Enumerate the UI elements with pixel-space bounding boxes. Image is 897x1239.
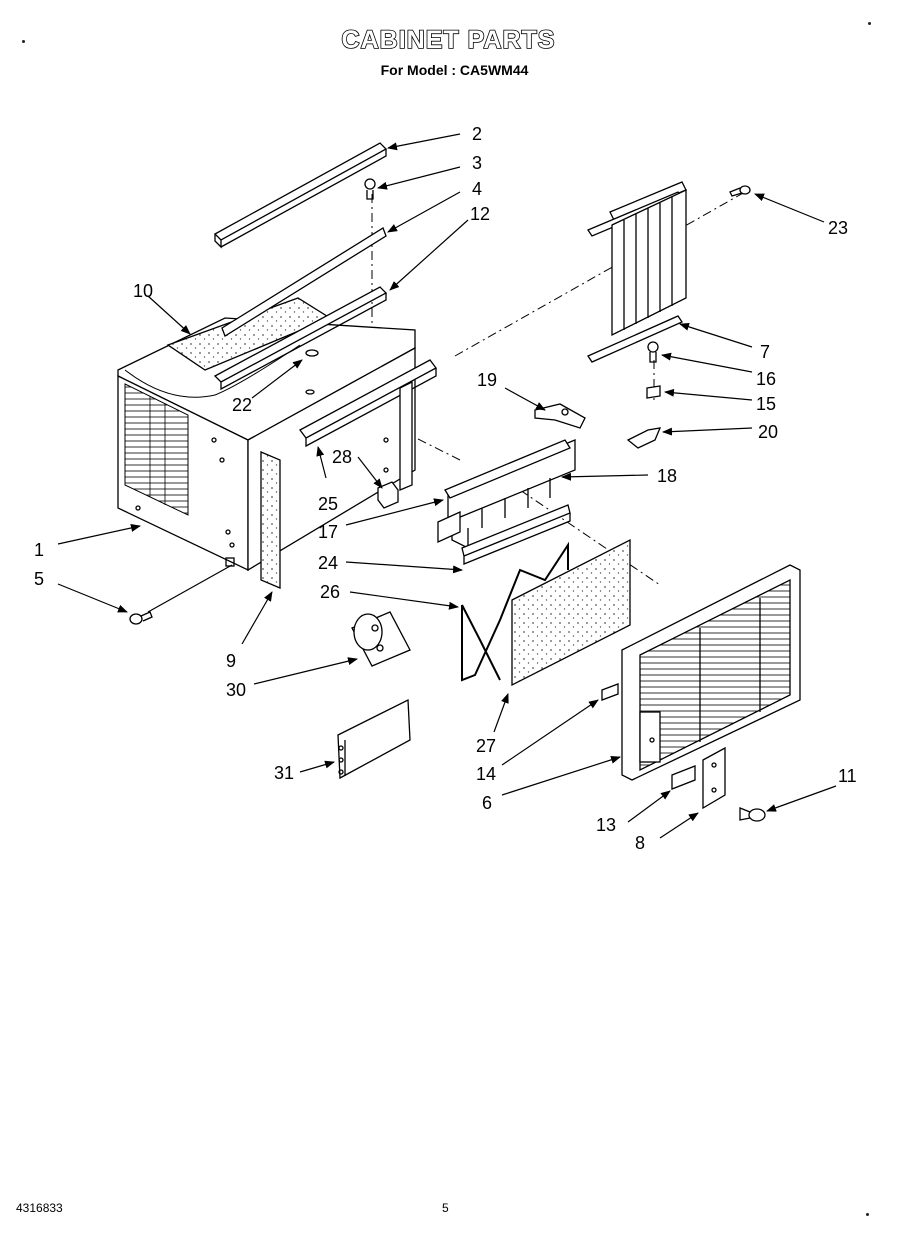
callout-24: 24 [318,553,338,573]
corner-mark-top-left [22,40,25,43]
callout-1: 1 [34,540,44,560]
part-7-side-panel [587,181,687,363]
callout-20: 20 [758,422,778,442]
callout-11: 11 [838,766,857,786]
callout-23: 23 [828,218,848,238]
callout-18: 18 [657,466,677,486]
callout-30: 30 [226,680,246,700]
callout-8: 8 [635,833,645,853]
callout-13: 13 [596,815,616,835]
callout-25: 25 [318,494,338,514]
leader-lines [57,133,837,839]
callout-9: 9 [226,651,236,671]
part-28-clip [377,481,399,509]
part-22-grommet [305,349,319,395]
document-number: 4316833 [16,1201,63,1215]
callout-31: 31 [274,763,294,783]
callout-6: 6 [482,793,492,813]
part-4-strip [221,227,387,337]
part-9-side-strip [260,451,281,589]
part-17-rail [444,439,571,499]
callout-labels: 2 3 4 12 10 22 23 7 16 15 20 19 18 28 25… [34,124,857,853]
part-26-wire-frame [461,541,569,682]
callout-15: 15 [756,394,776,414]
part-27-filter [511,538,631,687]
page-number: 5 [442,1201,449,1215]
part-30-capacitor-bracket [351,611,411,667]
part-6-front-grille [621,564,801,781]
callout-19: 19 [477,370,497,390]
part-12-rail [213,286,388,391]
callout-2: 2 [472,124,482,144]
callout-17: 17 [318,522,338,542]
corner-mark-bottom-right [866,1213,869,1216]
callout-14: 14 [476,764,496,784]
part-2-top-rail [213,142,388,249]
part-23-screw [729,185,751,197]
part-11-screw [739,807,766,822]
callout-5: 5 [34,569,44,589]
part-20-latch [626,427,662,449]
part-14-block [601,683,619,701]
part-19-bracket [534,403,586,429]
part-5-screw [129,611,153,625]
part-13-block [671,765,696,790]
part-3-screw [364,178,376,200]
callout-22: 22 [232,395,252,415]
callout-12: 12 [470,204,490,224]
corner-mark-top-right [868,22,871,25]
part-18-bracket-assembly [437,439,576,550]
part-31-cover-plate [337,698,411,780]
callout-10: 10 [133,281,153,301]
part-8-bracket [702,746,726,810]
model-subtitle: For Model : CA5WM44 [380,62,529,78]
callout-3: 3 [472,153,482,173]
callout-16: 16 [756,369,776,389]
callout-7: 7 [760,342,770,362]
part-24-lower-rail [461,504,571,565]
part-25-divider [299,359,437,491]
callout-4: 4 [472,179,482,199]
callout-27: 27 [476,736,496,756]
page-title: CABINET PARTS [341,25,556,55]
part-15-clip [646,385,661,399]
callout-28: 28 [332,447,352,467]
callout-26: 26 [320,582,340,602]
part-16-screw [647,341,659,363]
